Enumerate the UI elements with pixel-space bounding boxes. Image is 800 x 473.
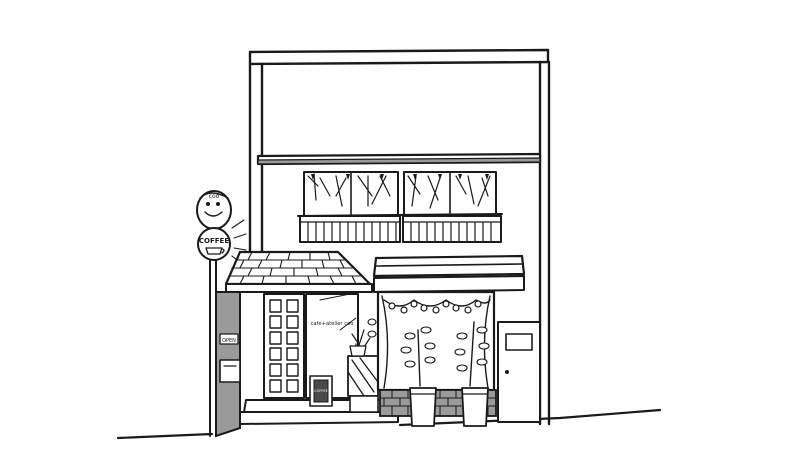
potted-plant-stand <box>347 329 379 413</box>
upper-windows <box>297 171 503 243</box>
pole-sign-top-text: coo <box>209 193 220 200</box>
ground-line <box>116 408 662 440</box>
pole-sign-coffee-text: COFFEE <box>199 237 229 245</box>
side-door <box>497 321 541 423</box>
entrance-awning <box>224 250 373 293</box>
door-plate-text: OPEN <box>222 338 236 344</box>
entrance-side-wall: OPEN <box>215 291 241 438</box>
window-shop-name: cafe+atelier coo <box>311 321 354 327</box>
menu-board-text: COFFEE <box>314 389 328 393</box>
shop-awning <box>372 254 526 293</box>
building <box>248 48 551 426</box>
shop-window <box>367 290 497 427</box>
